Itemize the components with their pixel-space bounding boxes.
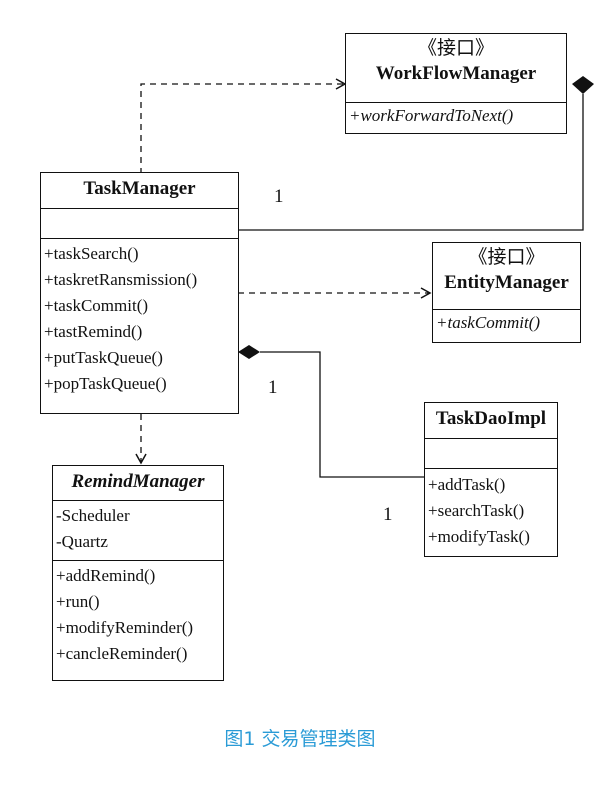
attribute: -Quartz (56, 532, 108, 551)
attribute: -Scheduler (56, 506, 130, 525)
class-task-manager: TaskManager +taskSearch() +taskretRansmi… (40, 172, 239, 414)
operation: +addRemind() (56, 566, 156, 585)
class-entity-manager: 《接口》 EntityManager +taskCommit() (432, 242, 581, 343)
operation: +taskretRansmission() (44, 270, 198, 289)
composition-workflowmanager-taskmanager (238, 94, 584, 231)
class-name: TaskManager (83, 178, 196, 199)
class-header: TaskDaoImpl (425, 403, 557, 438)
class-header: 《接口》 EntityManager (433, 243, 580, 309)
operation: +modifyReminder() (56, 618, 194, 637)
operations-section: +addRemind() +run() +modifyReminder() +c… (53, 560, 223, 667)
class-header: RemindManager (53, 466, 223, 500)
operation: +tastRemind() (44, 322, 143, 341)
operation: +workForwardToNext() (349, 106, 514, 125)
operations-section: +taskCommit() (433, 309, 580, 336)
operation: +taskCommit() (44, 296, 149, 315)
dependency-taskmanager-workflowmanager (140, 78, 347, 174)
operation: +run() (56, 592, 100, 611)
operations-section: +addTask() +searchTask() +modifyTask() (425, 468, 557, 550)
operations-section: +workForwardToNext() (346, 102, 566, 129)
stereotype-label: 《接口》 (417, 38, 494, 59)
class-remind-manager: RemindManager -Scheduler -Quartz +addRem… (52, 465, 224, 681)
attributes-section: -Scheduler -Quartz (53, 500, 223, 560)
class-name: TaskDaoImpl (435, 408, 547, 429)
class-name: EntityManager (444, 272, 569, 293)
attributes-section (41, 208, 238, 238)
operation: +taskSearch() (44, 244, 139, 263)
operation: +addTask() (428, 475, 506, 494)
class-workflow-manager: 《接口》 WorkFlowManager +workForwardToNext(… (345, 33, 567, 134)
operation: +cancleReminder() (56, 644, 188, 663)
stereotype-label: 《接口》 (468, 247, 545, 268)
class-header: TaskManager (41, 173, 238, 208)
multiplicity-taskmanager-workflow: 1 (274, 186, 284, 207)
figure-caption: 图1 交易管理类图 (224, 728, 376, 750)
multiplicity-taskmanager-taskdao-far: 1 (383, 504, 393, 525)
operation: +popTaskQueue() (44, 374, 167, 393)
operation: +modifyTask() (428, 527, 530, 546)
class-header: 《接口》 WorkFlowManager (346, 34, 566, 102)
operations-section: +taskSearch() +taskretRansmission() +tas… (41, 238, 238, 397)
composition-taskmanager-taskdaoimpl (260, 351, 424, 478)
class-name: WorkFlowManager (375, 63, 537, 84)
operation: +taskCommit() (436, 313, 541, 332)
multiplicity-taskmanager-taskdao-near: 1 (268, 377, 278, 398)
attributes-section (425, 438, 557, 468)
operation: +searchTask() (428, 501, 525, 520)
composition-diamond-taskmanager (238, 345, 260, 359)
class-task-dao-impl: TaskDaoImpl +addTask() +searchTask() +mo… (424, 402, 558, 557)
class-name: RemindManager (71, 471, 205, 492)
operation: +putTaskQueue() (44, 348, 163, 367)
composition-diamond-workflowmanager (572, 76, 594, 94)
